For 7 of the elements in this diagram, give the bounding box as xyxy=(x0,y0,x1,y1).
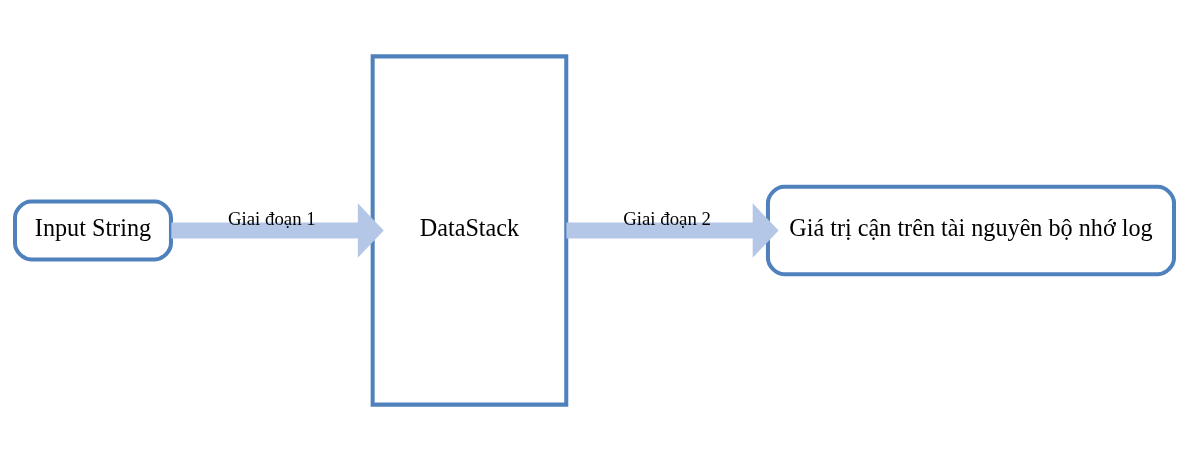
node-box: Input String xyxy=(12,199,173,262)
edge-label: Giai đoạn 2 xyxy=(623,208,711,230)
edge-label: Giai đoạn 1 xyxy=(227,208,316,230)
node-box: Giá trị cận trên tài nguyên bộ nhớ log xyxy=(765,184,1177,277)
arrow xyxy=(171,203,384,258)
arrow xyxy=(566,203,779,258)
node-box: DataStack xyxy=(370,54,569,407)
